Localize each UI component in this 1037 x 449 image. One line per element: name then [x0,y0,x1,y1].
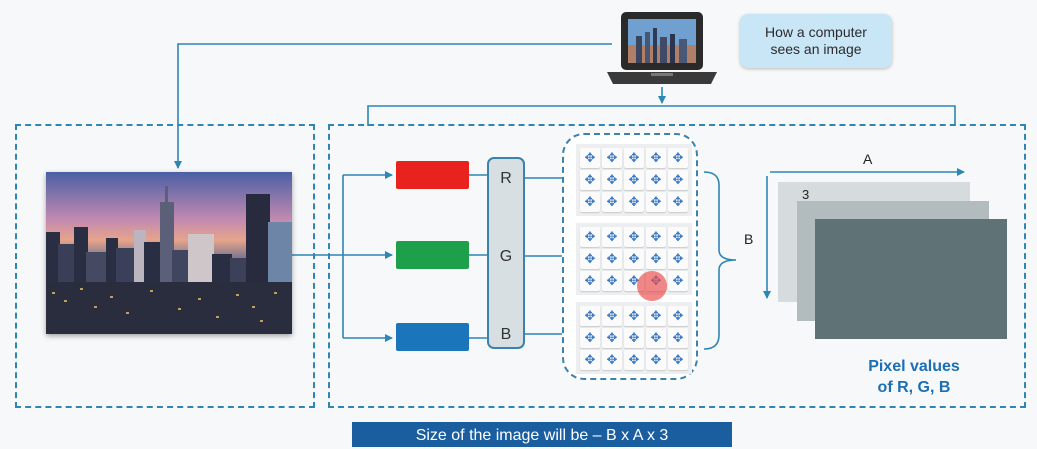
pixel-cell: ✥ [602,192,622,212]
pixel-grid-container: ✥✥✥✥✥✥✥✥✥✥✥✥✥✥✥ ✥✥✥✥✥✥✥✥✥✥✥✥✥✥✥ ✥✥✥✥✥✥✥✥… [562,133,698,380]
a-label: A [863,151,873,167]
laptop-icon [607,12,717,84]
pixel-caption-line-1: Pixel values [868,358,960,375]
pixel-cell: ✥ [668,306,688,326]
pixel-cell: ✥ [602,148,622,168]
callout-line-1: How a computer [765,24,867,40]
pixel-cell: ✥ [602,249,622,269]
pixel-cell: ✥ [580,249,600,269]
pixel-cell: ✥ [668,148,688,168]
pixel-cell: ✥ [580,306,600,326]
callout-line-2: sees an image [770,41,862,57]
pixel-cell: ✥ [602,271,622,291]
pixel-cell: ✥ [624,249,644,269]
pixel-cell: ✥ [624,350,644,370]
pixel-cell: ✥ [668,170,688,190]
pixel-cell: ✥ [668,328,688,348]
pixel-cell: ✥ [646,227,666,247]
pixel-cell: ✥ [624,170,644,190]
pixel-cell: ✥ [580,192,600,212]
pixel-cell: ✥ [646,249,666,269]
pixel-cell: ✥ [624,227,644,247]
depth-label: 3 [802,187,810,202]
rgb-channel-box: R G B [487,157,525,349]
pixel-values-caption: Pixel values of R, G, B [852,356,976,398]
pixel-cell: ✥ [668,192,688,212]
cursor-highlight [637,271,667,301]
pixel-cell: ✥ [624,328,644,348]
pixel-cell: ✥ [580,148,600,168]
pixel-cell: ✥ [602,328,622,348]
g-pixel-grid: ✥✥✥✥✥✥✥✥✥✥✥✥✥✥✥ [576,223,692,295]
right-dashed-frame [328,124,1026,408]
pixel-cell: ✥ [602,227,622,247]
pixel-cell: ✥ [624,306,644,326]
pixel-cell: ✥ [580,328,600,348]
pixel-cell: ✥ [580,227,600,247]
blue-channel-bar [396,323,469,351]
r-label: R [500,170,512,187]
right-brace [703,171,737,350]
g-label: G [499,248,513,265]
pixel-cell: ✥ [668,350,688,370]
pixel-cell: ✥ [624,148,644,168]
b-label: B [500,326,512,343]
pixel-cell: ✥ [646,350,666,370]
left-dashed-frame [15,124,315,408]
pixel-cell: ✥ [580,271,600,291]
pixel-cell: ✥ [624,192,644,212]
pixel-cell: ✥ [668,227,688,247]
green-channel-bar [396,241,469,269]
callout-box: How a computer sees an image [740,14,892,68]
pixel-cell: ✥ [646,328,666,348]
pixel-cell: ✥ [602,306,622,326]
pixel-cell: ✥ [668,271,688,291]
city-skyline [46,172,292,334]
pixel-cell: ✥ [646,306,666,326]
pixel-cell: ✥ [646,148,666,168]
r-pixel-grid: ✥✥✥✥✥✥✥✥✥✥✥✥✥✥✥ [576,144,692,216]
pixel-cell: ✥ [602,170,622,190]
pixel-cell: ✥ [646,170,666,190]
size-footer-banner: Size of the image will be – B x A x 3 [352,422,732,447]
pixel-cell: ✥ [646,192,666,212]
stack-front-layer [815,219,1007,339]
pixel-cell: ✥ [602,350,622,370]
pixel-caption-line-2: of R, G, B [877,379,951,396]
top-bracket [367,105,956,126]
red-channel-bar [396,161,469,189]
pixel-cell: ✥ [580,350,600,370]
city-photo [46,172,292,334]
b-label: B [744,231,754,247]
pixel-cell: ✥ [668,249,688,269]
b-pixel-grid: ✥✥✥✥✥✥✥✥✥✥✥✥✥✥✥ [576,302,692,374]
pixel-cell: ✥ [580,170,600,190]
laptop-to-photo-arrow [174,43,612,169]
